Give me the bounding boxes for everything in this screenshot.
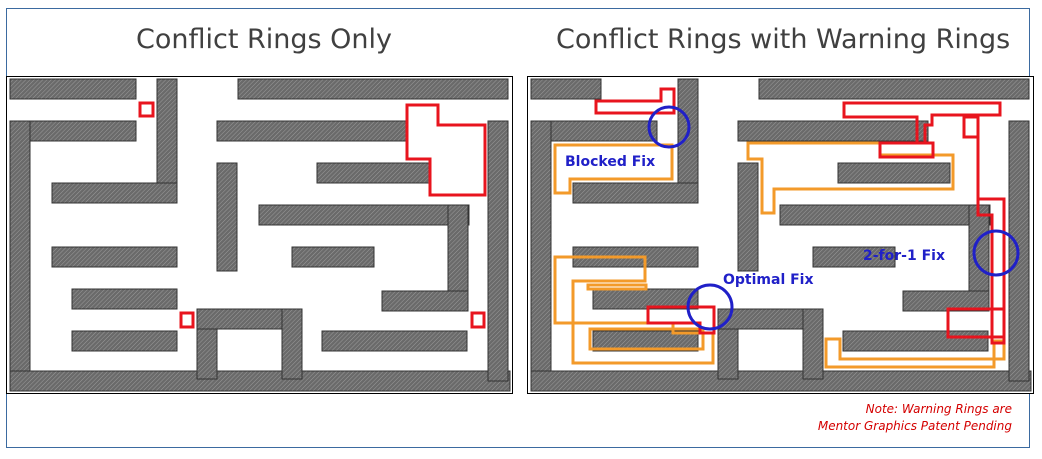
metal-shape [258,204,470,226]
conflict-ring [946,307,1006,339]
warning-ring [553,143,674,195]
metal-shape [530,370,1032,392]
warning-ring [586,283,648,291]
metal-shape [758,78,1030,100]
conflict-ring [878,141,935,159]
left-layout-panel [6,76,513,394]
conflict-ring [962,115,1006,345]
metal-shape [291,246,375,268]
metal-shape [281,308,303,380]
metal-shape [837,162,951,184]
note-line-2: Mentor Graphics Patent Pending [817,419,1012,433]
metal-shapes [530,78,1032,392]
metal-shape [572,182,699,204]
conflict-rings [594,87,1006,345]
conflict-ring [646,305,716,335]
metal-shape [237,78,509,100]
fix-marker-blocked [647,105,691,149]
metal-shape [381,290,469,312]
metal-shape [71,330,178,352]
metal-shape [530,120,552,392]
metal-shape [737,120,929,142]
conflict-ring [179,311,195,329]
metal-shape [51,246,178,268]
metal-shape [321,330,468,352]
conflict-rings [138,101,487,329]
conflict-ring [138,101,155,118]
warning-rings [553,141,1006,369]
right-panel-title: Conflict Rings with Warning Rings [556,24,1011,55]
metal-shape [9,370,511,392]
conflict-ring [594,87,676,115]
conflict-ring [470,311,486,329]
metal-shape [737,162,759,272]
metal-shapes [9,78,511,392]
metal-shape [9,78,137,100]
two-for-one-fix-label: 2-for-1 Fix [863,248,945,264]
left-panel-title: Conflict Rings Only [136,24,393,55]
metal-shape [216,120,408,142]
warning-ring [553,255,715,365]
metal-shape [9,120,31,392]
metal-shape [902,290,990,312]
optimal-fix-label: Optimal Fix [723,272,814,288]
conflict-ring [842,101,1002,145]
note-line-1: Note: Warning Rings are [865,402,1012,416]
fix-labels: Blocked Fix Optimal Fix 2-for-1 Fix [565,154,945,288]
fix-markers [647,105,1020,331]
conflict-ring [405,103,487,197]
metal-shape [779,204,991,226]
right-layout-diagram: Blocked Fix Optimal Fix 2-for-1 Fix [530,78,1032,392]
metal-shape [487,120,509,382]
metal-shape [216,162,238,272]
metal-shape [592,330,699,352]
metal-shape [51,182,178,204]
blocked-fix-label: Blocked Fix [565,154,655,170]
metal-shape [530,78,602,100]
left-layout-diagram [9,78,511,392]
warning-ring [588,327,705,351]
metal-shape [802,308,824,380]
fix-marker-optimal [686,283,734,331]
fix-marker-two-for-one [972,229,1020,277]
metal-shape [71,288,178,310]
metal-shape [842,330,989,352]
metal-shape [812,246,896,268]
metal-shape [316,162,430,184]
right-layout-panel: Blocked Fix Optimal Fix 2-for-1 Fix [527,76,1034,394]
